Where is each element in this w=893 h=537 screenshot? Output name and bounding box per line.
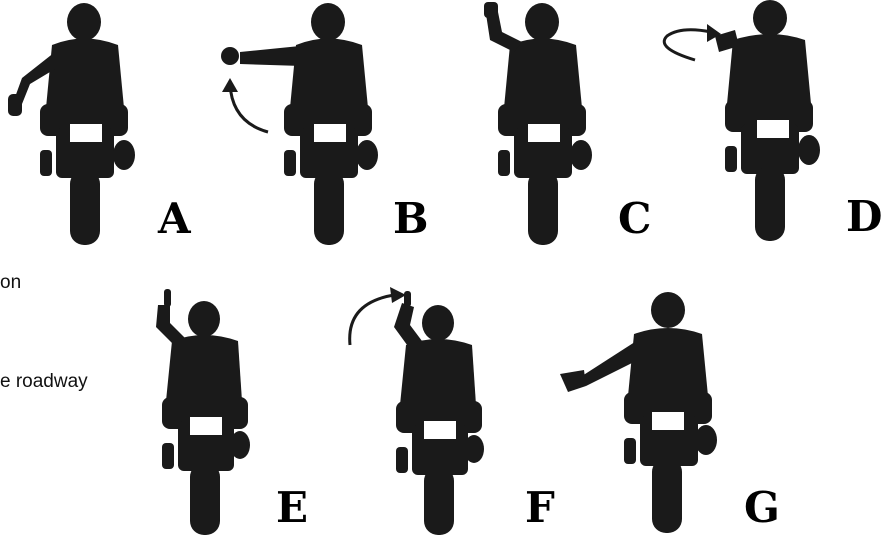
figure-letter-g: G	[744, 487, 780, 529]
rider-figure-e	[142, 283, 272, 537]
figure-letter-c: C	[618, 198, 651, 240]
rider-figure-b	[210, 0, 380, 250]
side-text-line-2: e roadway	[0, 371, 88, 393]
rider-figure-a	[0, 0, 150, 250]
figure-letter-d: D	[846, 196, 882, 238]
figure-letter-f: F	[525, 487, 555, 529]
figure-letter-b: B	[393, 198, 429, 240]
rider-figure-f	[338, 283, 488, 537]
side-text-line-1: on	[0, 272, 21, 294]
rider-figure-g	[558, 290, 718, 537]
figure-letter-e: E	[276, 487, 308, 529]
rider-figure-c	[470, 0, 620, 250]
rider-figure-d	[655, 0, 825, 245]
figure-letter-a: A	[158, 198, 191, 240]
